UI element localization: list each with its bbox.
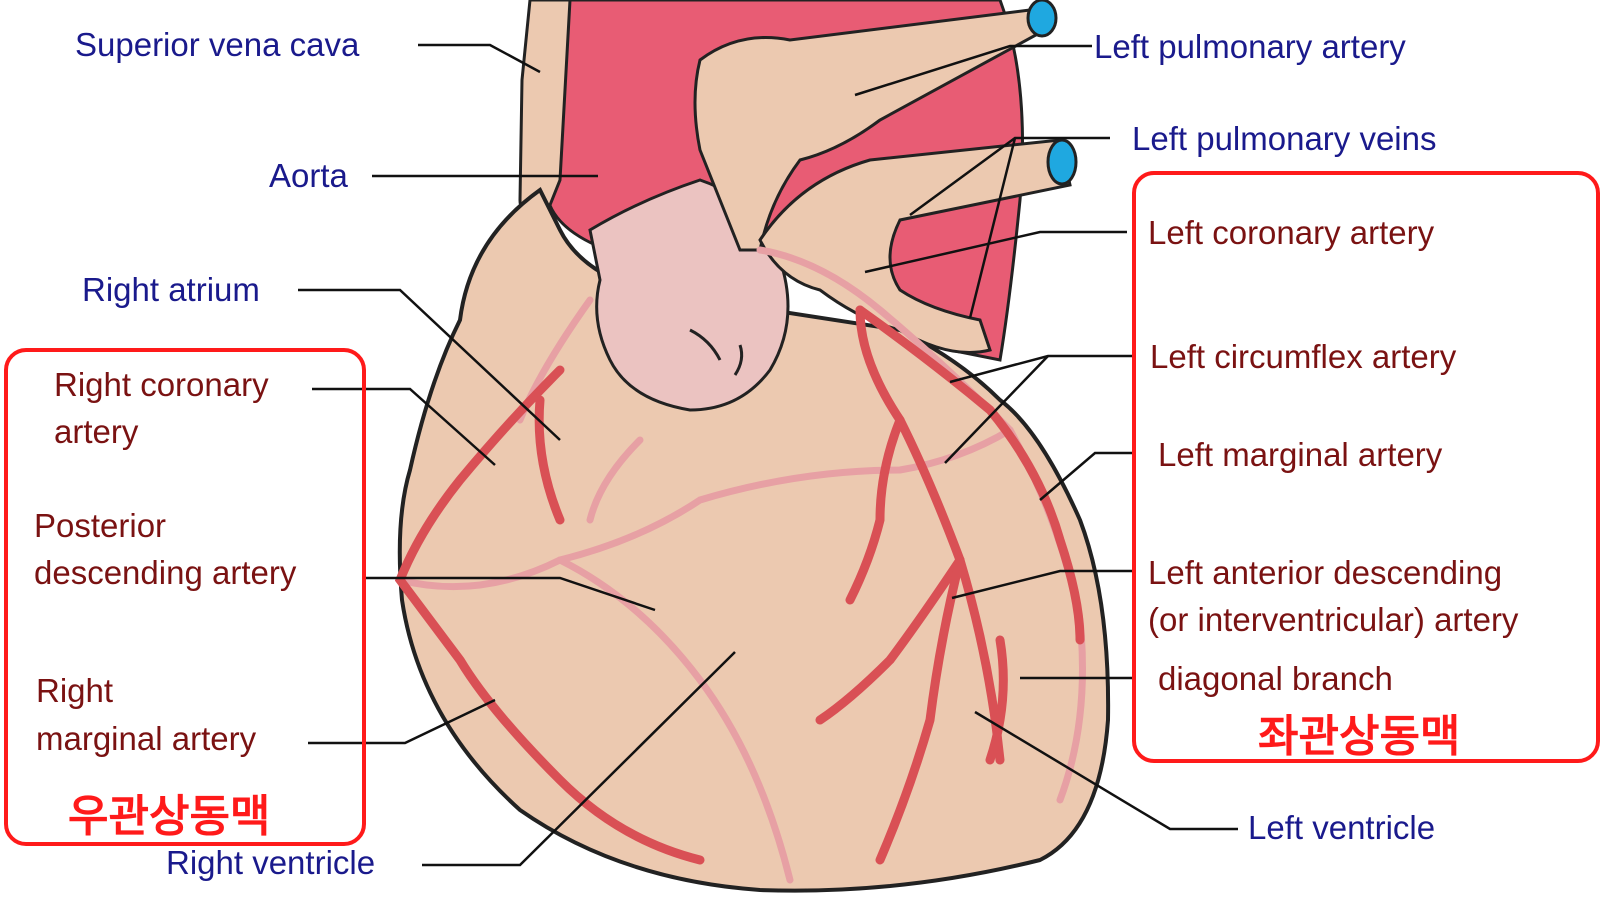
label-right-ventricle: Right ventricle (166, 844, 376, 881)
label-posterior-descending-line1: Posterior (34, 507, 167, 544)
left-coronary-group-box (1132, 171, 1600, 763)
label-right-coronary-korean: 우관상동맥 (68, 792, 271, 841)
label-left-ventricle: Left ventricle (1248, 809, 1436, 846)
label-superior-vena-cava: Superior vena cava (75, 26, 360, 63)
label-left-coronary-korean: 좌관상동맥 (1258, 712, 1461, 761)
label-lad-line1: Left anterior descending (1148, 554, 1503, 591)
label-right-marginal-line1: Right (36, 672, 114, 709)
label-right-atrium: Right atrium (82, 271, 260, 308)
label-right-coronary-line1: Right coronary (54, 366, 269, 403)
label-diagonal-branch: diagonal branch (1158, 660, 1393, 697)
left-pulmonary-artery-shape (693, 8, 1048, 252)
label-right-coronary-line2: artery (54, 413, 139, 450)
pulmonary-artery-opening (1026, 0, 1058, 38)
left-pulmonary-veins-shape (758, 138, 1072, 354)
leader-lines (298, 43, 1238, 867)
right-coronary-group-box (4, 348, 366, 846)
label-left-circumflex-artery: Left circumflex artery (1150, 338, 1457, 375)
label-right-marginal-line2: marginal artery (36, 720, 257, 757)
label-left-pulmonary-veins: Left pulmonary veins (1132, 120, 1437, 157)
pulmonary-vein-opening (1046, 138, 1078, 186)
label-lad-line2: (or interventricular) artery (1148, 601, 1519, 638)
label-left-pulmonary-artery: Left pulmonary artery (1094, 28, 1406, 65)
coronary-arteries (394, 305, 1085, 865)
label-left-marginal-artery: Left marginal artery (1158, 436, 1443, 473)
label-aorta: Aorta (269, 157, 348, 194)
label-posterior-descending-line2: descending artery (34, 554, 297, 591)
label-left-coronary-artery: Left coronary artery (1148, 214, 1435, 251)
